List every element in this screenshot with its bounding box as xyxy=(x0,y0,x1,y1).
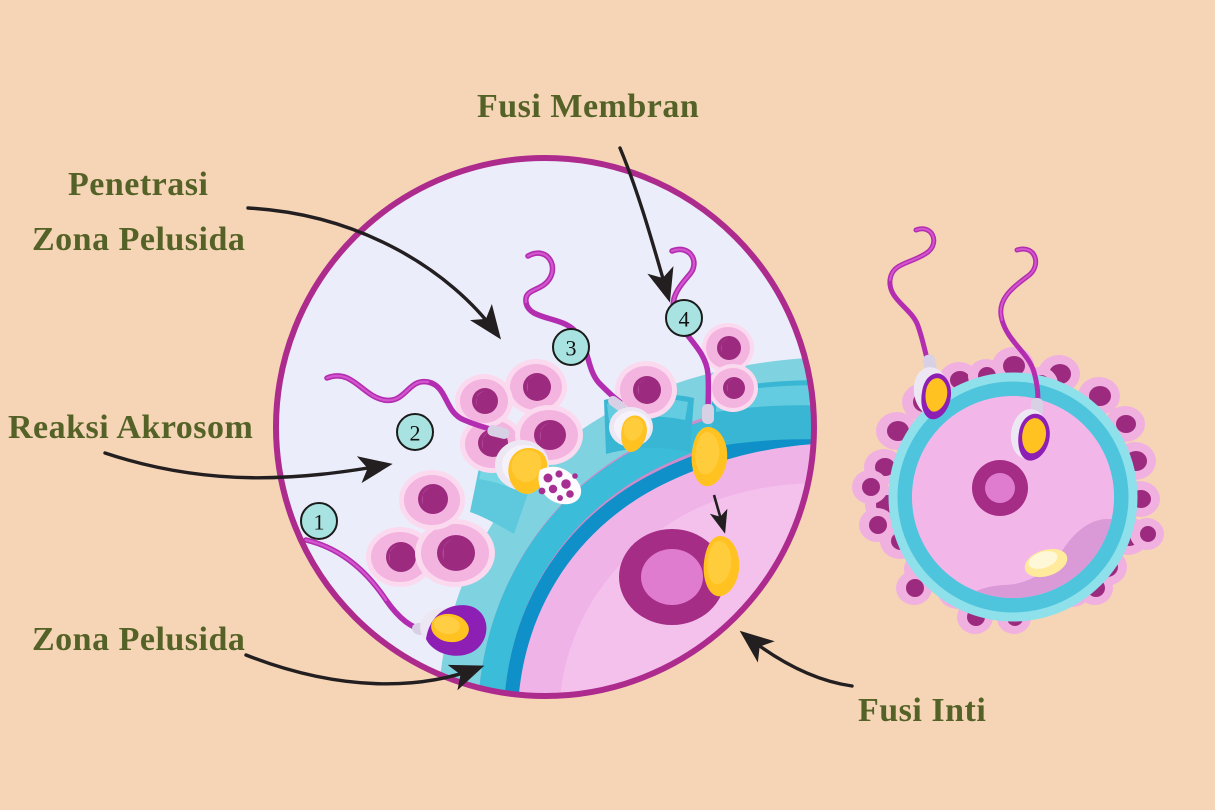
label-fusi-inti: Fusi Inti xyxy=(858,692,986,729)
overview-sperm-left xyxy=(887,226,952,420)
arrow-penetrasi-zona xyxy=(246,206,502,340)
step-badge-2[interactable]: 2 xyxy=(396,413,434,451)
step-badge-3-label: 3 xyxy=(566,336,577,361)
step-badge-2-label: 2 xyxy=(410,421,421,446)
magnifier-border xyxy=(273,155,817,699)
label-penetrasi-zona-pelusida-line2: Zona Pelusida xyxy=(32,221,245,258)
arrow-zona-pelusida xyxy=(244,653,485,691)
label-fusi-membran: Fusi Membran xyxy=(477,88,699,125)
arrow-fusi-membran xyxy=(618,146,674,303)
arrow-fusi-inti xyxy=(739,630,854,688)
step-badge-4[interactable]: 4 xyxy=(665,299,703,337)
diagram-labels: Penetrasi Zona Pelusida Fusi Membran Rea… xyxy=(8,88,986,729)
step-badge-1[interactable]: 1 xyxy=(300,502,338,540)
sperm-5-nuclear-fusion xyxy=(703,494,740,597)
sperm-1-approaching xyxy=(303,537,487,656)
arrow-reaksi-akrosom xyxy=(103,451,393,484)
pointer-arrows xyxy=(103,146,854,691)
egg-overview-nucleus xyxy=(972,460,1028,516)
step-badge-1-label: 1 xyxy=(314,510,325,535)
label-penetrasi-zona-pelusida-line1: Penetrasi xyxy=(68,166,208,203)
fertilized-ovum-overview xyxy=(852,226,1164,634)
label-reaksi-akrosom: Reaksi Akrosom xyxy=(8,409,253,446)
sperm-2-acrosome-reaction xyxy=(324,373,582,505)
step-badge-4-label: 4 xyxy=(679,307,690,332)
step-badges: 1 2 3 4 xyxy=(300,299,703,540)
corona-radiata-cells xyxy=(366,323,758,587)
egg-nucleus xyxy=(619,529,725,625)
sperm-3-penetrating-zona xyxy=(523,250,653,452)
step-badge-3[interactable]: 3 xyxy=(552,328,590,366)
label-zona-pelusida: Zona Pelusida xyxy=(32,621,245,658)
acrosomal-enzymes xyxy=(538,466,582,505)
magnified-fertilization-circle xyxy=(273,155,817,699)
overview-sperm-right xyxy=(998,246,1050,461)
